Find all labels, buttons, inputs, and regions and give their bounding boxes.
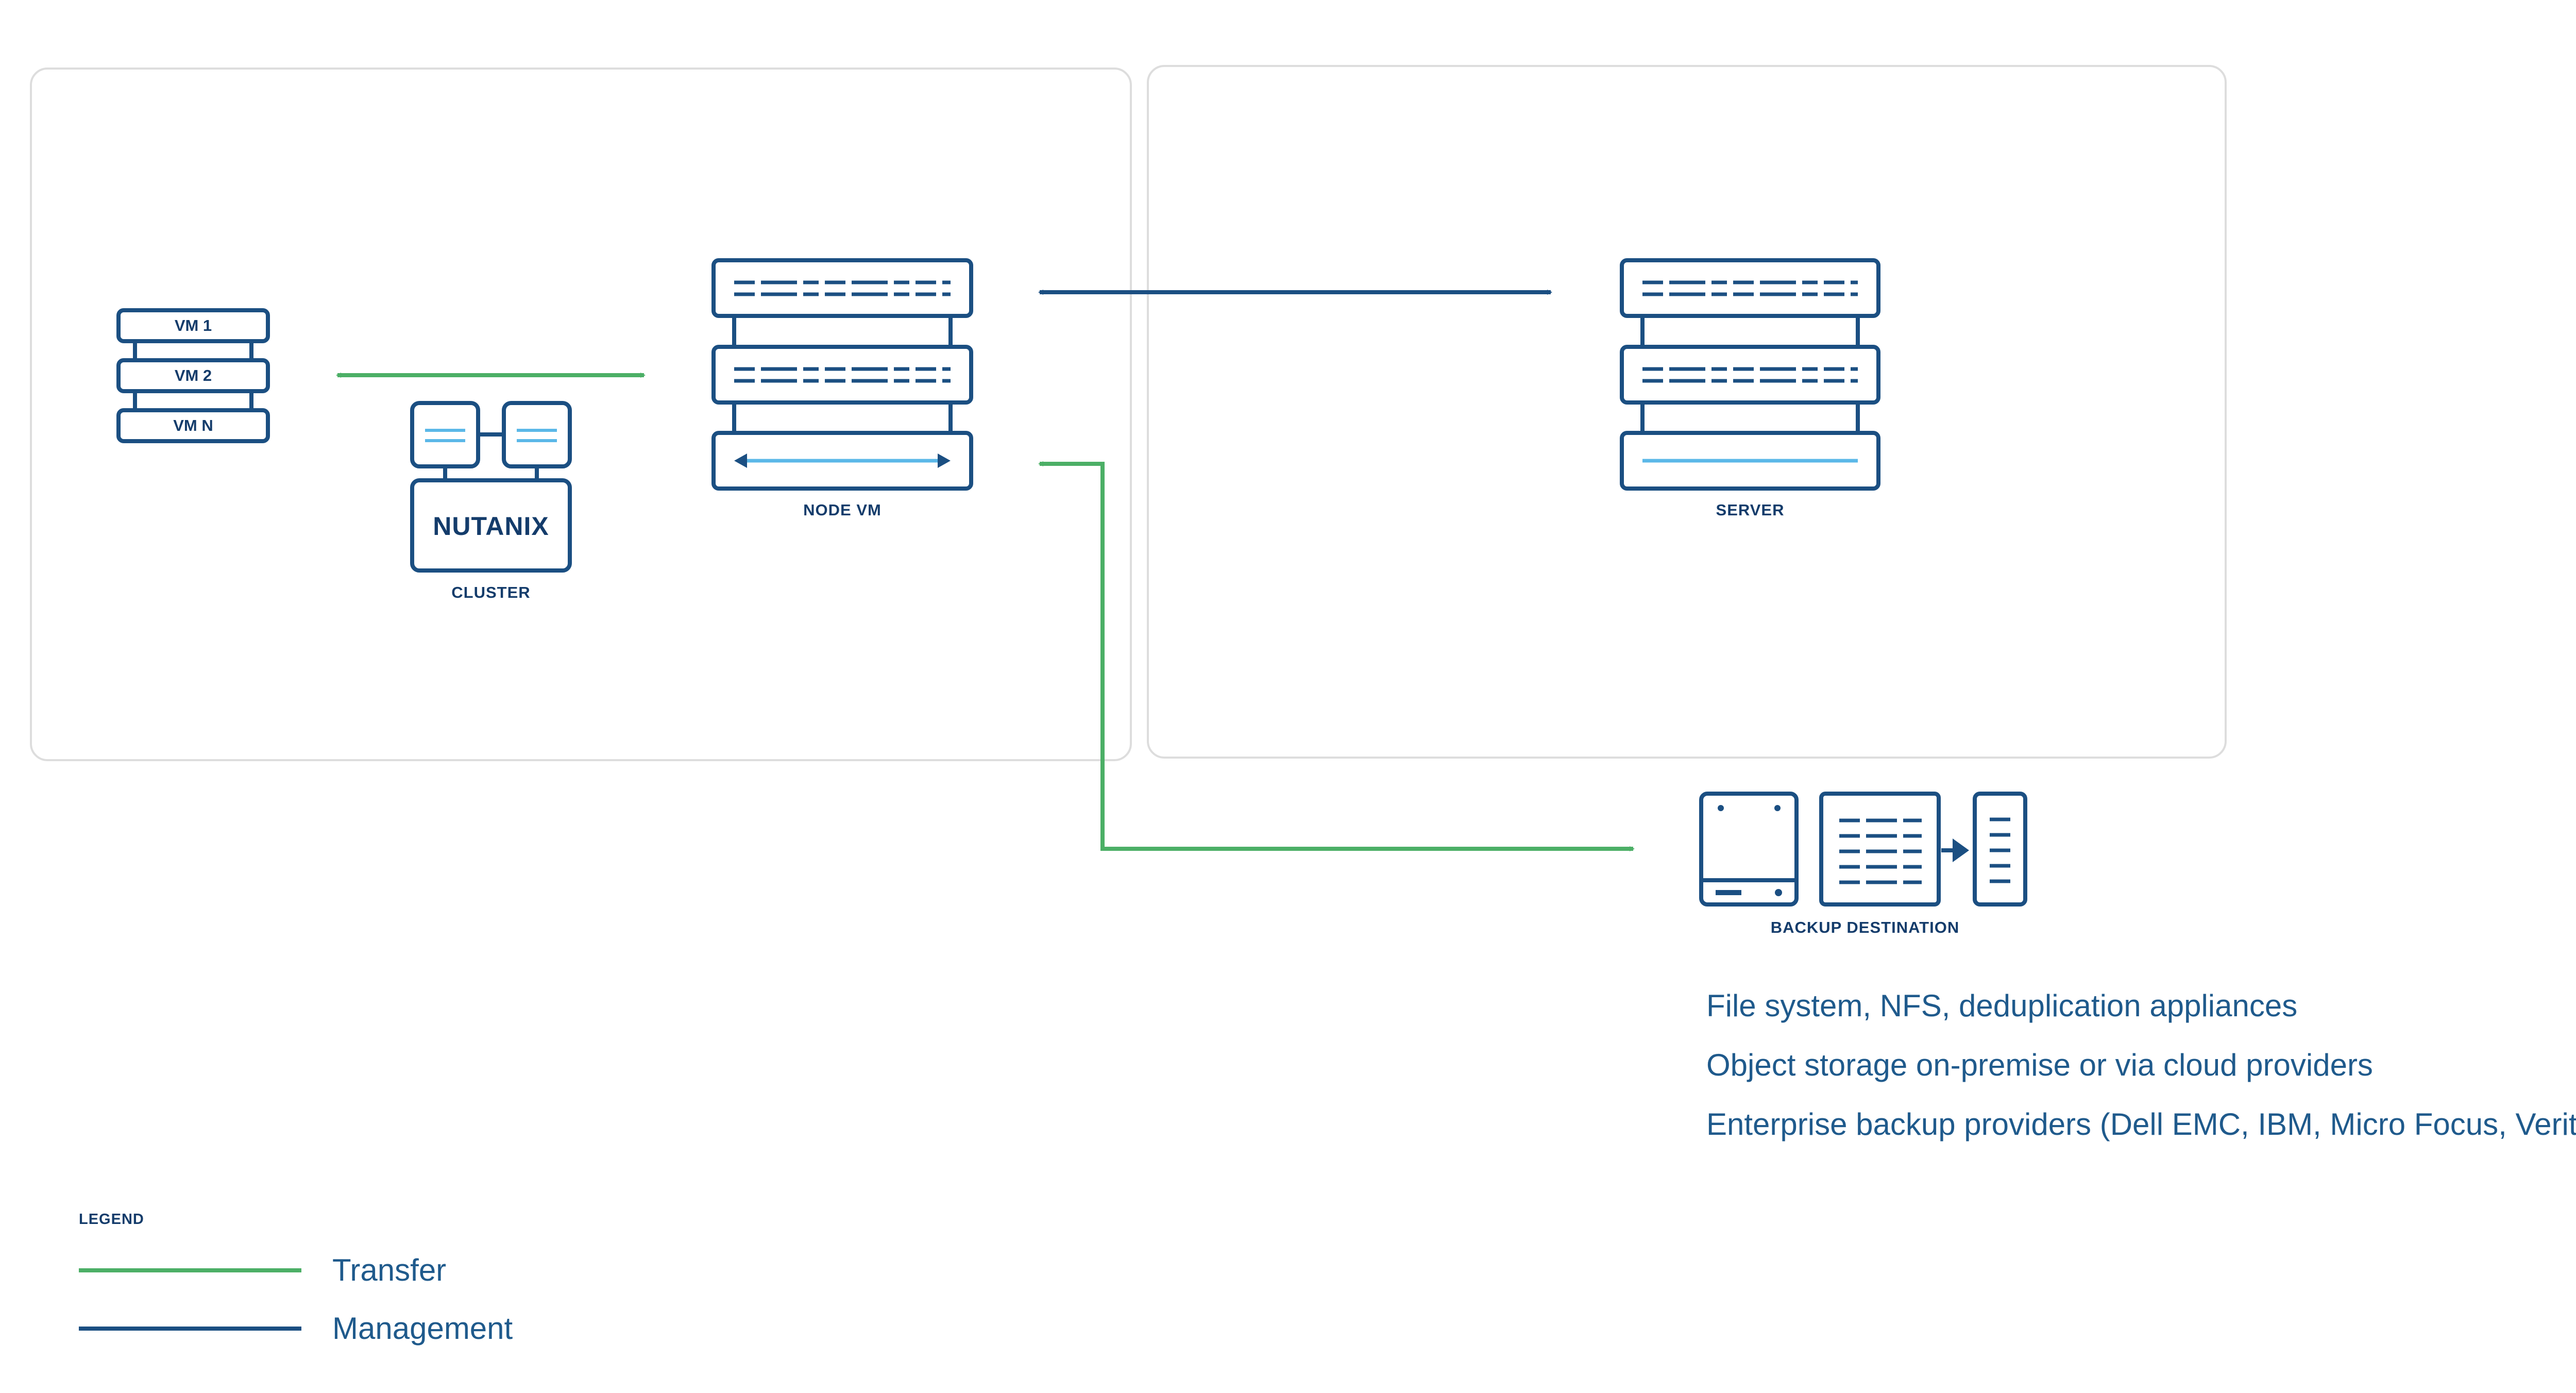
backup-note-1: File system, NFS, deduplication applianc…	[1706, 988, 2297, 1023]
left-zone-box	[30, 68, 1132, 761]
backup-label: BACKUP DESTINATION	[1771, 918, 1959, 936]
vmn-label: VM N	[173, 416, 213, 434]
vm2-label: VM 2	[175, 366, 212, 384]
legend-title: LEGEND	[79, 1211, 144, 1228]
vm1-label: VM 1	[175, 316, 212, 334]
server-icon	[1620, 258, 1880, 491]
cluster-label: CLUSTER	[451, 583, 530, 601]
vm-stack-icon	[116, 308, 270, 443]
right-zone-box	[1147, 65, 2227, 759]
server-label: SERVER	[1716, 501, 1785, 519]
legend-management-label: Management	[332, 1311, 513, 1346]
cluster-icon	[410, 401, 572, 573]
backup-destination-icon	[1699, 792, 2027, 907]
nutanix-logo: NUTANIX	[433, 512, 549, 541]
backup-note-2: Object storage on-premise or via cloud p…	[1706, 1048, 2373, 1082]
transfer-arrow-backup	[1038, 461, 1635, 851]
backup-note-3: Enterprise backup providers (Dell EMC, I…	[1706, 1107, 2576, 1142]
node-vm-icon	[711, 258, 973, 491]
legend-transfer-label: Transfer	[332, 1253, 446, 1287]
node-vm-label: NODE VM	[803, 501, 882, 519]
